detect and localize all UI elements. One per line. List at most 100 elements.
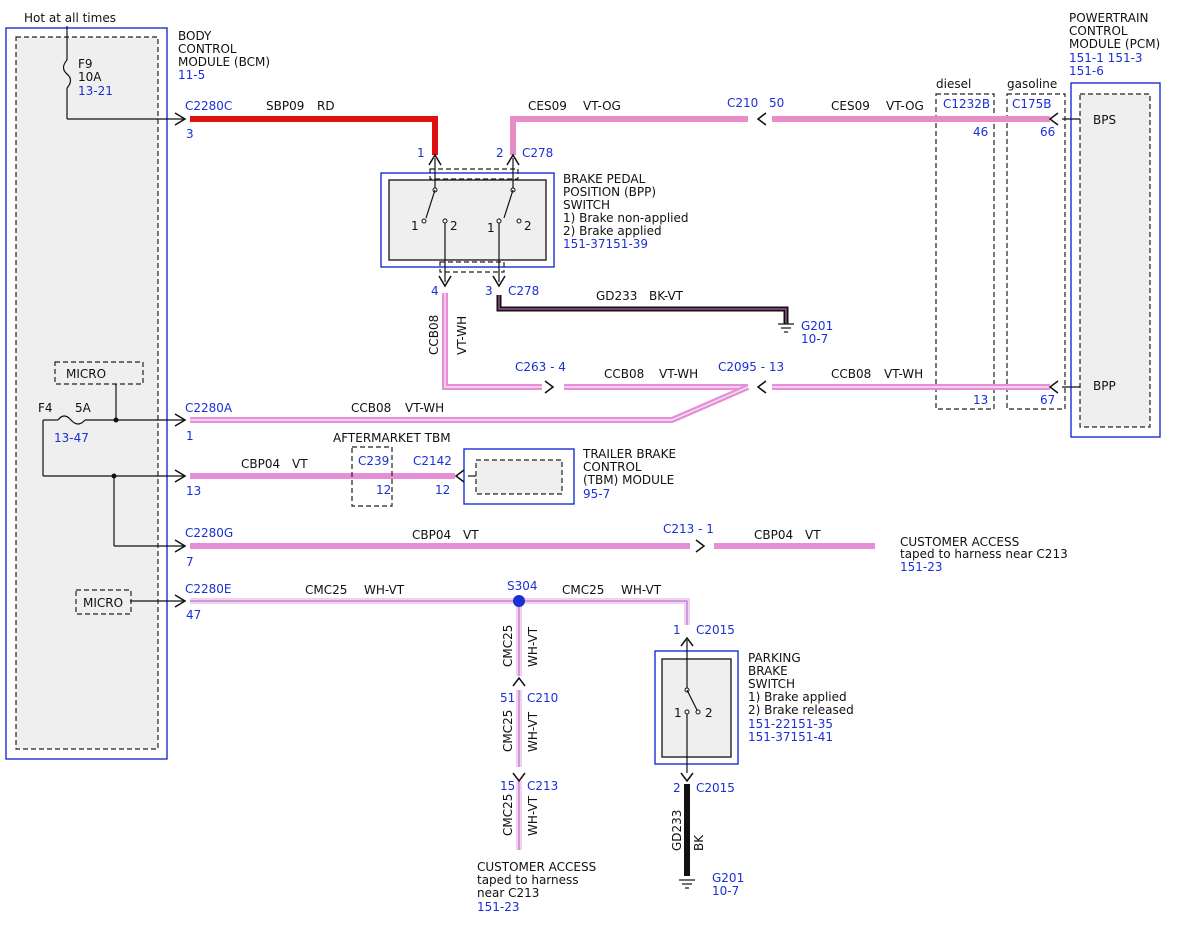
- wire-cbp04-a-color: VT: [463, 528, 479, 542]
- ground-symbol-top: [778, 323, 794, 333]
- bpp-switch-b-contact2: [516, 218, 522, 224]
- parking-connector-top: C2015: [696, 623, 735, 637]
- diesel-pin-bps: 46: [973, 125, 988, 139]
- wire-cbp04-tbm-circuit: CBP04: [241, 457, 280, 471]
- customer-access-bottom-ref: 151-23: [477, 900, 520, 914]
- aftermarket-tbm-connector: [351, 446, 393, 507]
- arrow-bpp-pin1: [428, 153, 442, 166]
- micro-box-upper: [54, 361, 144, 385]
- wire-ccb08-h2-circuit: CCB08: [831, 367, 871, 381]
- tbm-name-line-2: CONTROL: [583, 460, 642, 474]
- bpp-contact-b1: 1: [487, 221, 495, 235]
- parking-contact-1: 1: [674, 706, 682, 720]
- customer-access-right-line-1: CUSTOMER ACCESS: [900, 535, 1019, 549]
- wire-gd233-v-color: BK: [692, 834, 706, 851]
- micro-label-lower: MICRO: [83, 596, 123, 610]
- wire-gd233-v-circuit: GD233: [670, 810, 684, 851]
- bcm-splice-dot-a: [113, 417, 119, 423]
- bpp-pin-1: 1: [417, 146, 425, 160]
- connector-c2142: C2142: [413, 454, 452, 468]
- wire-cmc25-v2-circuit: CMC25: [501, 710, 515, 752]
- pcm-pin-bpp: BPP: [1093, 379, 1116, 393]
- bcm-name-line-1: BODY: [178, 29, 212, 43]
- connector-arrows: [174, 112, 1059, 783]
- pcm-name-line-2: CONTROL: [1069, 24, 1128, 38]
- bpp-name-line-2: POSITION (BPP): [563, 185, 656, 199]
- bcm-name-line-2: CONTROL: [178, 42, 237, 56]
- wire-cmc25-a-tracer: [190, 600, 688, 625]
- ground-top-name: G201: [801, 319, 833, 333]
- gasoline-connector-block: [1006, 93, 1066, 410]
- pcm-ref-1: 151-1 151-3: [1069, 51, 1143, 65]
- connector-c213-top: C213 - 1: [663, 522, 714, 536]
- parking-switch-contact2: [695, 709, 701, 715]
- pcm-module-body: [1079, 93, 1151, 428]
- arrow-c2280g: [174, 539, 187, 553]
- wire-sbp09-circuit: SBP09: [266, 99, 304, 113]
- arrow-c210-bottom: [512, 676, 526, 687]
- connector-c2280e: C2280E: [185, 582, 232, 596]
- variant-gasoline: gasoline: [1007, 77, 1057, 91]
- wire-cmc25-a-circuit: CMC25: [305, 583, 347, 597]
- wire-gd233-h-circuit: GD233: [596, 289, 637, 303]
- bpp-state-2: 2) Brake applied: [563, 224, 662, 238]
- arrow-c2095: [756, 380, 767, 394]
- ground-bottom-name: G201: [712, 871, 744, 885]
- connector-c2280c-pin: 3: [186, 127, 194, 141]
- connector-c210-bottom-pin: 51: [500, 691, 515, 705]
- wire-cmc25-a-color: WH-VT: [364, 583, 405, 597]
- diesel-connector-block: [935, 93, 995, 410]
- gasoline-pin-bpp: 67: [1040, 393, 1055, 407]
- connector-c2280a: C2280A: [185, 401, 233, 415]
- arrow-c2280c: [174, 112, 187, 126]
- parking-ref-1: 151-22151-35: [748, 717, 833, 731]
- connector-c213-bottom: C213: [527, 779, 558, 793]
- wire-sbp09-color: RD: [317, 99, 335, 113]
- wire-ccb08-h1-circuit: CCB08: [604, 367, 644, 381]
- arrow-c2280a: [174, 413, 187, 427]
- variant-diesel: diesel: [936, 77, 971, 91]
- bpp-name-line-1: BRAKE PEDAL: [563, 172, 646, 186]
- wire-cmc25-v3-color: WH-VT: [526, 795, 540, 836]
- wire-cbp04-tbm-color: VT: [292, 457, 308, 471]
- connector-c2280c: C2280C: [185, 99, 232, 113]
- wire-cmc25-b-color: WH-VT: [621, 583, 662, 597]
- bpp-switch-a-contact2: [442, 218, 448, 224]
- tbm-module-box: [463, 448, 575, 505]
- arrow-c213-top: [695, 539, 706, 553]
- fuse-f9-name: F9: [78, 57, 93, 71]
- pcm-pin-bps: BPS: [1093, 113, 1116, 127]
- connector-c2095: C2095 - 13: [718, 360, 784, 374]
- wire-gd233-h-color: BK-VT: [649, 289, 684, 303]
- pcm-name-line-3: MODULE (PCM): [1069, 37, 1160, 51]
- fuse-f9-symbol: [62, 59, 72, 89]
- arrow-c210-top: [756, 112, 767, 126]
- connector-c210-bottom: C210: [527, 691, 558, 705]
- connector-c213-bottom-pin: 15: [500, 779, 515, 793]
- ground-symbol-bottom: [679, 879, 695, 889]
- bpp-switch-a-contact1: [421, 218, 427, 224]
- customer-access-bottom-line-1: CUSTOMER ACCESS: [477, 860, 596, 874]
- connector-c175b: C175B: [1012, 97, 1052, 111]
- connector-c2280g: C2280G: [185, 526, 233, 540]
- wire-ces09-b-color: VT-OG: [886, 99, 924, 113]
- arrow-c213-bottom: [512, 772, 526, 783]
- parking-contact-2: 2: [705, 706, 713, 720]
- wire-ces09-a: [510, 116, 748, 155]
- parking-ref-2: 151-37151-41: [748, 730, 833, 744]
- arrow-bpp-pin2: [506, 153, 520, 166]
- tbm-module-body: [475, 459, 563, 495]
- parking-pin-bottom: 2: [673, 781, 681, 795]
- customer-access-bottom-line-2: taped to harness: [477, 873, 579, 887]
- splice-s304-dot: [513, 595, 525, 607]
- connector-c1232b: C1232B: [943, 97, 990, 111]
- wire-gd233-bkvt-tracer: [498, 295, 787, 324]
- tbm-name-line-3: (TBM) MODULE: [583, 473, 674, 487]
- arrow-c2280e: [174, 594, 187, 608]
- bpp-pin-3: 3: [485, 284, 493, 298]
- connector-c263: C263 - 4: [515, 360, 566, 374]
- wire-cmc25-a: [190, 598, 690, 625]
- bpp-refs: 151-37151-39: [563, 237, 648, 251]
- connector-c2280g-pin: 7: [186, 555, 194, 569]
- wire-cmc25-v1-color: WH-VT: [526, 626, 540, 667]
